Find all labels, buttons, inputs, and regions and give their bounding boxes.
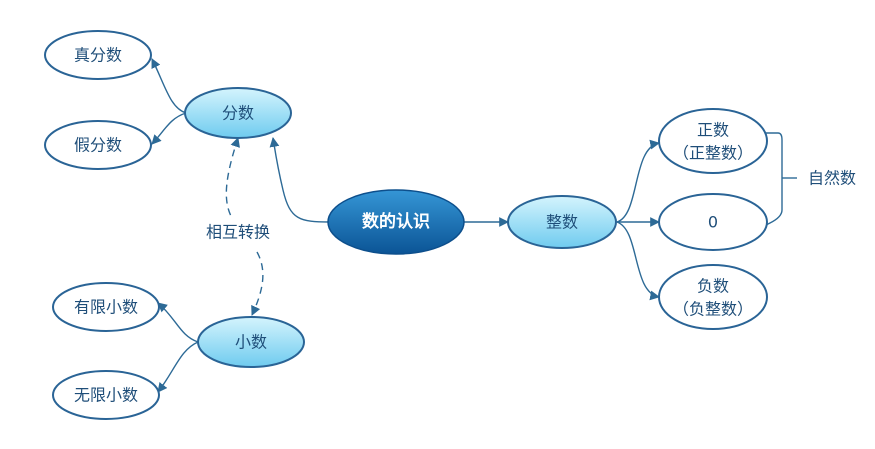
- label-positive-line2: （正整数）: [673, 144, 753, 163]
- edge-fraction-improper: [151, 112, 187, 145]
- edge-conversion-dashed-lower: [251, 251, 264, 316]
- node-positive: [658, 108, 768, 174]
- label-improper-fraction: 假分数: [74, 136, 122, 155]
- node-finite-decimal: [52, 282, 160, 332]
- label-positive-line1: 正数: [697, 121, 729, 140]
- edge-integer-negative: [616, 221, 660, 301]
- edge-conversion-dashed: [225, 137, 240, 219]
- label-finite-decimal: 有限小数: [74, 298, 138, 317]
- edge-decimal-finite: [157, 302, 199, 343]
- node-improper-fraction: [44, 120, 152, 170]
- label-decimal: 小数: [235, 333, 267, 352]
- node-center: [327, 189, 465, 255]
- label-proper-fraction: 真分数: [74, 46, 122, 65]
- edge-fraction-proper: [151, 58, 187, 114]
- node-negative: [658, 264, 768, 330]
- natural-numbers-bracket: [765, 132, 783, 226]
- label-infinite-decimal: 无限小数: [74, 386, 138, 405]
- label-negative-line2: （负整数）: [673, 300, 753, 319]
- node-integer: [507, 195, 617, 249]
- edge-integer-positive: [616, 139, 660, 223]
- node-proper-fraction: [44, 30, 152, 80]
- node-zero: [658, 193, 768, 251]
- label-negative-line1: 负数: [697, 277, 729, 296]
- label-center: 数的认识: [362, 211, 430, 232]
- label-zero: 0: [708, 213, 718, 232]
- node-fraction: [184, 87, 292, 139]
- label-integer: 整数: [546, 213, 578, 232]
- label-fraction: 分数: [222, 104, 254, 123]
- label-natural-numbers: 自然数: [808, 169, 856, 188]
- edge-center-fraction: [269, 137, 331, 223]
- edge-decimal-infinite: [157, 341, 199, 393]
- node-decimal: [197, 316, 305, 368]
- node-infinite-decimal: [52, 370, 160, 420]
- label-conversion: 相互转换: [206, 223, 270, 242]
